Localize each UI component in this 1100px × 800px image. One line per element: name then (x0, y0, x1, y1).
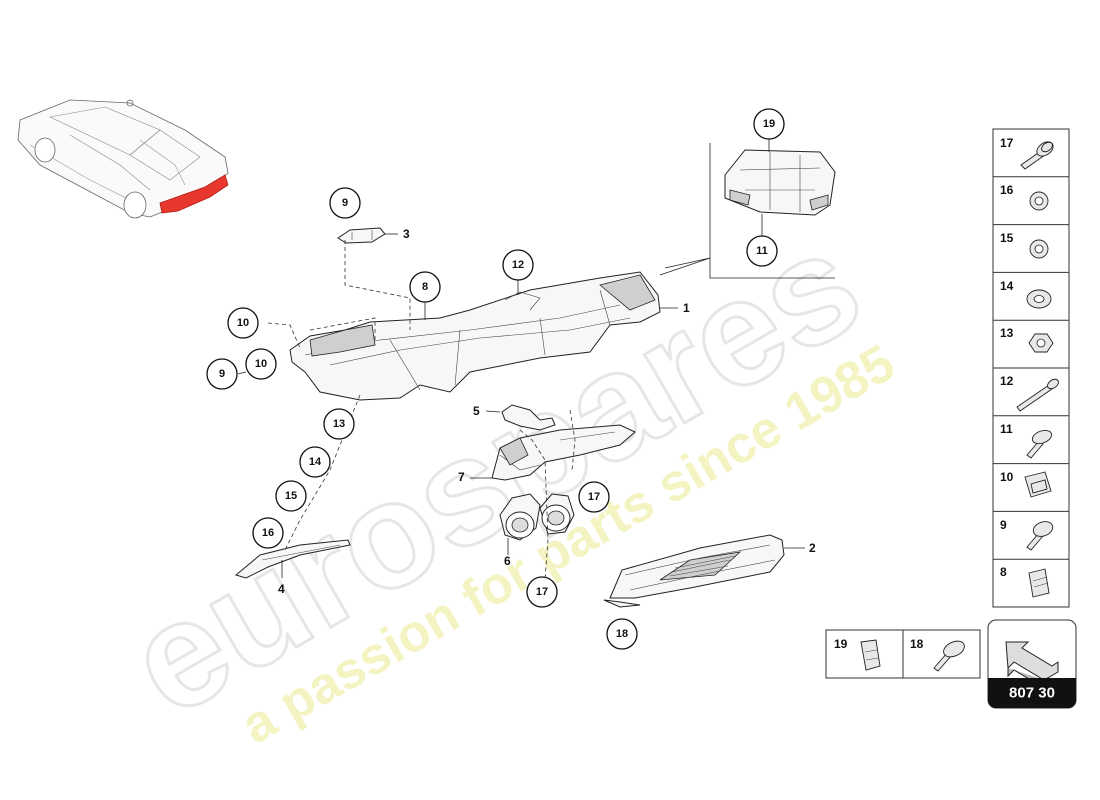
svg-text:8: 8 (422, 281, 428, 293)
callout-9-left[interactable]: 9 (206, 358, 238, 390)
svg-text:18: 18 (616, 628, 628, 640)
legend-item-15[interactable]: 15 (1000, 231, 1049, 259)
clip-icon (860, 639, 881, 671)
svg-text:14: 14 (309, 456, 322, 468)
long-bolt-icon (1016, 378, 1059, 412)
svg-text:13: 13 (333, 418, 345, 430)
flat-head-screw-icon (1026, 429, 1053, 459)
parts-legend-bottom: 19 18 (825, 629, 981, 679)
callout-19[interactable]: 19 (753, 108, 785, 140)
label-4[interactable]: 4 (278, 582, 285, 596)
svg-text:17: 17 (588, 491, 600, 503)
label-5[interactable]: 5 (473, 404, 480, 418)
svg-text:12: 12 (512, 259, 524, 271)
callout-11[interactable]: 11 (746, 235, 778, 267)
svg-text:9: 9 (342, 197, 348, 209)
svg-text:13: 13 (1000, 326, 1014, 340)
svg-text:17: 17 (536, 586, 548, 598)
assembly-lines (267, 240, 576, 581)
car-thumbnail (17, 99, 229, 219)
clip-nut-icon (1024, 471, 1052, 498)
svg-text:10: 10 (255, 358, 267, 370)
svg-text:19: 19 (763, 118, 775, 130)
legend-item-9[interactable]: 9 (1000, 518, 1055, 551)
svg-text:9: 9 (219, 368, 225, 380)
svg-text:14: 14 (1000, 279, 1014, 293)
legend-item-19[interactable]: 19 (834, 637, 881, 671)
legend-item-12[interactable]: 12 (1000, 374, 1060, 412)
pan-head-screw-icon (933, 640, 965, 672)
legend-item-8[interactable]: 8 (1000, 565, 1050, 598)
callout-16[interactable]: 16 (252, 517, 284, 549)
svg-text:12: 12 (1000, 374, 1014, 388)
leader-lines (237, 233, 805, 578)
label-3[interactable]: 3 (403, 227, 410, 241)
svg-text:15: 15 (1000, 231, 1014, 245)
part-6-exhaust-tips (499, 493, 575, 541)
washer-icon (1029, 191, 1049, 211)
spring-clip-icon (1028, 568, 1050, 598)
part-5-bracket (501, 404, 556, 431)
highlight-part (159, 174, 229, 214)
part-1-undertray (289, 271, 661, 401)
svg-text:8: 8 (1000, 565, 1007, 579)
legend-item-18[interactable]: 18 (910, 637, 967, 672)
svg-text:18: 18 (910, 637, 924, 651)
legend-item-13[interactable]: 13 (1000, 326, 1054, 353)
diagram-code: 807 30 (1009, 685, 1055, 702)
svg-text:19: 19 (834, 637, 848, 651)
legend-item-10[interactable]: 10 (1000, 470, 1052, 498)
svg-text:17: 17 (1000, 136, 1014, 150)
callout-10-b[interactable]: 10 (245, 348, 277, 380)
flat-washer-icon (1026, 289, 1052, 309)
detail-inset (659, 143, 836, 279)
part-7-duct (491, 424, 636, 481)
legend-item-17[interactable]: 17 (1000, 136, 1056, 170)
callout-17-b[interactable]: 17 (526, 576, 558, 608)
part-2-diffuser (603, 534, 785, 608)
callout-18[interactable]: 18 (606, 618, 638, 650)
flange-bolt-icon (1020, 141, 1054, 170)
diagram-code-box: 807 30 (987, 619, 1077, 709)
washer-icon (1029, 239, 1049, 259)
callout-14[interactable]: 14 (299, 446, 331, 478)
callout-12[interactable]: 12 (502, 249, 534, 281)
svg-text:11: 11 (756, 245, 768, 257)
part-4-trim-strip (234, 539, 351, 579)
part-3-bracket (337, 227, 386, 244)
label-7[interactable]: 7 (458, 470, 465, 484)
legend-item-11[interactable]: 11 (1000, 422, 1053, 459)
svg-text:15: 15 (285, 490, 297, 502)
torx-screw-icon (1026, 521, 1054, 551)
legend-item-16[interactable]: 16 (1000, 183, 1049, 211)
callout-10-a[interactable]: 10 (227, 307, 259, 339)
callout-17-a[interactable]: 17 (578, 481, 610, 513)
svg-text:16: 16 (262, 527, 274, 539)
hex-nut-icon (1028, 333, 1054, 353)
callouts: 9 3 8 12 1 10 10 9 13 14 15 16 4 5 7 17 … (206, 108, 816, 650)
parts-legend: 17 16 15 14 (992, 128, 1070, 608)
legend-item-14[interactable]: 14 (1000, 279, 1052, 309)
callout-15[interactable]: 15 (275, 480, 307, 512)
label-6[interactable]: 6 (504, 554, 511, 568)
callout-13[interactable]: 13 (323, 408, 355, 440)
svg-text:10: 10 (1000, 470, 1014, 484)
callout-8[interactable]: 8 (409, 271, 441, 303)
svg-text:11: 11 (1000, 422, 1013, 436)
callout-9-top[interactable]: 9 (329, 187, 361, 219)
svg-text:9: 9 (1000, 518, 1007, 532)
svg-text:10: 10 (237, 317, 249, 329)
label-2[interactable]: 2 (809, 541, 816, 555)
svg-text:16: 16 (1000, 183, 1014, 197)
label-1[interactable]: 1 (683, 301, 690, 315)
